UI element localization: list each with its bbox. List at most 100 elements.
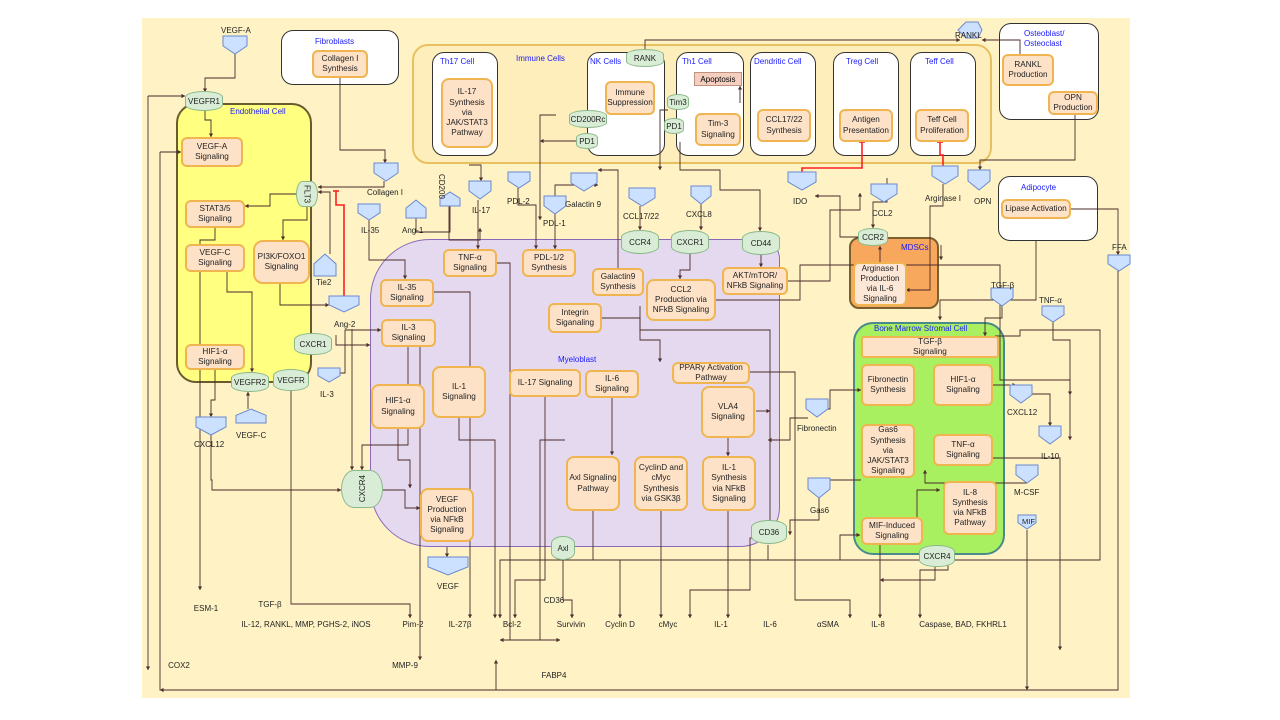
receptor-cd200rc[interactable]: CD200Rc — [569, 110, 607, 128]
ligand-opn-icon[interactable] — [967, 169, 991, 191]
ligand-tnfa-icon[interactable] — [1041, 305, 1065, 323]
receptor-cxcr1[interactable]: CXCR1 — [671, 230, 709, 254]
process-lipase-activation[interactable]: Lipase Activation — [1001, 199, 1071, 219]
ligand-mcsf-icon[interactable] — [1015, 464, 1039, 484]
ligand-ffa-icon[interactable] — [1107, 254, 1131, 272]
ligand-vegfc-icon[interactable] — [235, 408, 267, 424]
ligand-ido-icon[interactable] — [787, 171, 817, 191]
ligand-fibronectin-icon[interactable] — [805, 398, 829, 418]
ligand-il17-icon[interactable] — [468, 180, 492, 200]
process-vegf-production[interactable]: VEGF Production via NFkB Signaling — [420, 488, 474, 542]
process-hif1a-bmsc[interactable]: HIF1-α Signaling — [933, 364, 993, 406]
ligand-il10-icon[interactable] — [1038, 425, 1062, 445]
output-il27b[interactable]: IL-27β — [440, 618, 480, 630]
process-fibronectin-synthesis[interactable]: Fibronectin Synthesis — [861, 364, 915, 406]
ligand-vegf-icon[interactable] — [427, 556, 469, 576]
process-mif-signaling[interactable]: MIF-Induced Signaling — [861, 517, 923, 545]
process-stat35-signaling[interactable]: STAT3/5 Signaling — [185, 200, 245, 228]
process-antigen-presentation[interactable]: Antigen Presentation — [839, 109, 893, 142]
ligand-il35-icon[interactable] — [357, 203, 381, 221]
receptor-axl[interactable]: Axl — [551, 536, 575, 560]
ligand-mif-icon[interactable] — [1017, 514, 1037, 530]
receptor-pd1-th1[interactable]: PD1 — [664, 118, 684, 134]
process-il1-synthesis[interactable]: IL-1 Synthesis via NFkB Signaling — [702, 456, 756, 511]
output-cyclind[interactable]: Cyclin D — [599, 618, 641, 630]
process-hif1a-endothelial[interactable]: HIF1-α Signaling — [185, 344, 245, 370]
process-il35-signaling[interactable]: IL-35 Signaling — [380, 279, 434, 307]
receptor-rank[interactable]: RANK — [626, 49, 664, 67]
ligand-gas6-icon[interactable] — [807, 477, 831, 499]
ligand-ang2-icon[interactable] — [328, 295, 360, 313]
ligand-cxcl12-left-icon[interactable] — [195, 416, 227, 436]
output-il6[interactable]: IL-6 — [750, 618, 790, 630]
process-arginase-production[interactable]: Arginase I Production via IL-6 Signaling — [853, 262, 907, 306]
process-il17-synthesis[interactable]: IL-17 Synthesis via JAK/STAT3 Pathway — [441, 78, 493, 148]
process-gas6-synthesis[interactable]: Gas6 Synthesis via JAK/STAT3 Signaling — [861, 424, 915, 478]
process-il3-signaling[interactable]: IL-3 Signaling — [381, 319, 436, 347]
process-ccl2-production[interactable]: CCL2 Production via NFkB Signaling — [646, 279, 716, 321]
process-axl-signaling[interactable]: Axl Signaling Pathway — [566, 456, 620, 511]
ligand-ccl1722-icon[interactable] — [628, 187, 656, 207]
process-vegfc-signaling[interactable]: VEGF-C Signaling — [185, 244, 245, 272]
ligand-ang1-icon[interactable] — [405, 199, 427, 219]
process-vla4-signaling[interactable]: VLA4 Signaling — [701, 386, 755, 438]
process-pi3k-foxo1[interactable]: PI3K/FOXO1 Signaling — [253, 240, 310, 284]
ligand-rankl-icon[interactable] — [957, 21, 983, 39]
output-mmp9[interactable]: MMP-9 — [384, 659, 426, 671]
process-tnfa-bmsc[interactable]: TNF-α Signaling — [933, 434, 993, 466]
ligand-galectin9-icon[interactable] — [570, 172, 598, 192]
process-teff-proliferation[interactable]: Teff Cell Proliferation — [915, 109, 969, 142]
receptor-vegfr1[interactable]: VEGFR1 — [185, 91, 223, 111]
process-akt-mtor[interactable]: AKT/mTOR/ NFkB Signaling — [722, 267, 788, 295]
process-ppar-activation[interactable]: PPARγ Activation Pathway — [672, 362, 750, 384]
receptor-tim3[interactable]: Tim3 — [667, 94, 689, 110]
process-pdl-synthesis[interactable]: PDL-1/2 Synthesis — [522, 249, 576, 277]
process-opn-production[interactable]: OPN Production — [1048, 91, 1098, 115]
ligand-cxcl8-icon[interactable] — [690, 185, 712, 205]
process-il1-signaling[interactable]: IL-1 Signaling — [432, 366, 486, 418]
process-immune-suppression[interactable]: Immune Suppression — [605, 81, 655, 115]
ligand-tie2-icon[interactable] — [313, 253, 337, 277]
ligand-cd200-icon[interactable] — [439, 191, 461, 207]
receptor-ccr2[interactable]: CCR2 — [858, 228, 888, 246]
output-fabp4[interactable]: FABP4 — [534, 669, 574, 681]
receptor-vegfr2[interactable]: VEGFR2 — [231, 372, 269, 392]
output-il12-group[interactable]: IL-12, RANKL, MMP, PGHS-2, iNOS — [222, 618, 390, 630]
receptor-cxcr4-bmsc[interactable]: CXCR4 — [919, 545, 955, 567]
process-tim3-signaling[interactable]: Tim-3 Signaling — [695, 113, 741, 146]
output-survivin[interactable]: Survivin — [550, 618, 592, 630]
output-bcl2[interactable]: Bcl-2 — [492, 618, 532, 630]
process-cyclind-synthesis[interactable]: CyclinD and cMyc Synthesis via GSK3β — [634, 456, 688, 511]
process-hif1a-myeloblast[interactable]: HIF1-α Signaling — [371, 384, 425, 429]
process-tgfb-signaling[interactable]: TGF-β Signaling — [861, 336, 999, 358]
ligand-pdl1-icon[interactable] — [543, 195, 567, 215]
output-tgfb[interactable]: TGF-β — [248, 598, 292, 610]
output-cd36[interactable]: CD36 — [534, 594, 574, 606]
output-caspase-group[interactable]: Caspase, BAD, FKHRL1 — [910, 618, 1016, 630]
output-cmyc[interactable]: cMyc — [654, 618, 682, 630]
receptor-cxcr1-endothelial[interactable]: CXCR1 — [294, 333, 332, 355]
ligand-cxcl12-right-icon[interactable] — [1009, 384, 1033, 404]
ligand-pdl2-icon[interactable] — [507, 171, 531, 189]
process-integrin-signaling[interactable]: Integrin Siganaling — [548, 303, 602, 333]
process-apoptosis[interactable]: Apoptosis — [694, 72, 742, 86]
process-vegfa-signaling[interactable]: VEGF-A Signaling — [181, 137, 243, 167]
output-pim2[interactable]: Pim-2 — [393, 618, 433, 630]
output-cox2[interactable]: COX2 — [158, 659, 200, 671]
ligand-ccl2-icon[interactable] — [870, 183, 898, 203]
output-il8[interactable]: IL-8 — [858, 618, 898, 630]
process-ccl1722-synthesis[interactable]: CCL17/22 Synthesis — [757, 109, 811, 142]
ligand-arginase-icon[interactable] — [931, 165, 959, 185]
receptor-cd36[interactable]: CD36 — [751, 520, 787, 544]
process-il17-signaling[interactable]: IL-17 Signaling — [509, 369, 581, 397]
process-galectin-synthesis[interactable]: Galactin9 Synthesis — [592, 268, 644, 296]
receptor-cd44[interactable]: CD44 — [742, 231, 780, 255]
receptor-flt3[interactable]: FLT3 — [296, 181, 318, 207]
process-collagen-synthesis[interactable]: Collagen I Synthesis — [312, 50, 368, 78]
process-il6-signaling[interactable]: IL-6 Signaling — [585, 370, 639, 398]
output-asma[interactable]: αSMA — [808, 618, 848, 630]
process-tnfa-signaling[interactable]: TNF-α Signaling — [443, 249, 497, 277]
ligand-il3-icon[interactable] — [317, 367, 341, 383]
receptor-pd1-nk[interactable]: PD1 — [576, 133, 598, 149]
output-il1[interactable]: IL-1 — [701, 618, 741, 630]
